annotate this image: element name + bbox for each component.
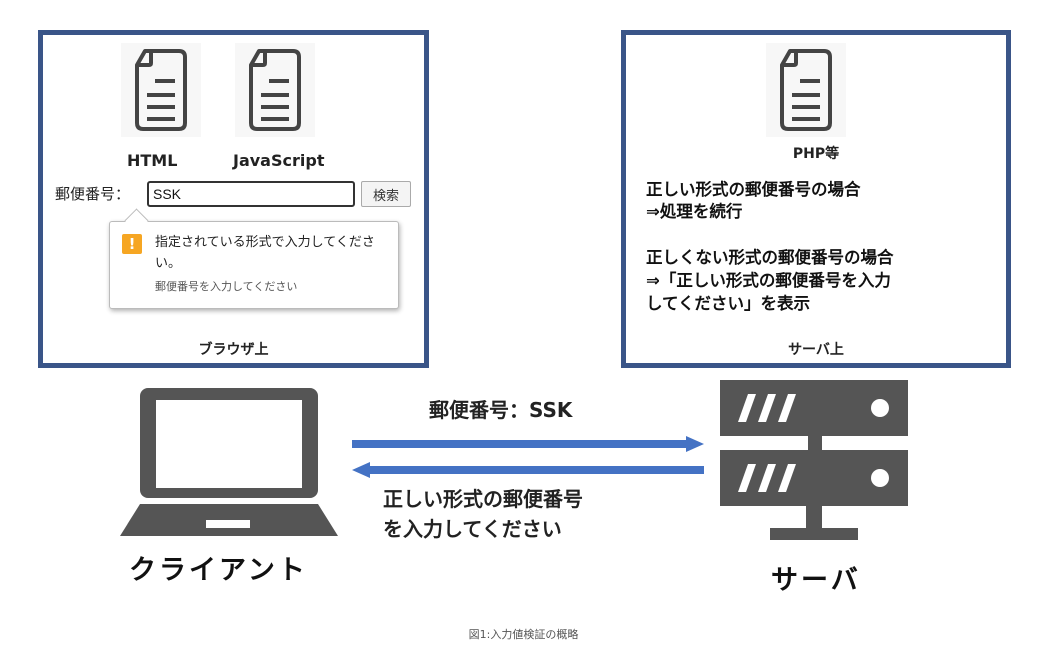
warning-icon: ! [122, 234, 142, 254]
figure-caption: 図1:入力値検証の概略 [468, 628, 579, 641]
server-line-continue: ⇒処理を続行 [646, 202, 743, 221]
browser-panel: HTML JavaScript 郵便番号： 検索 ! 指定されている形式で入力し… [38, 30, 429, 368]
server-line-message-2: してください」を表示 [646, 294, 811, 313]
response-label-line-1: 正しい形式の郵便番号 [383, 487, 583, 511]
server-icon [720, 380, 908, 540]
validation-hint: 郵便番号を入力してください [155, 280, 298, 293]
browser-caption: ブラウザ上 [198, 342, 269, 358]
server-line-invalid: 正しくない形式の郵便番号の場合 [646, 248, 894, 267]
postal-code-label: 郵便番号： [55, 185, 131, 203]
php-file-label: PHP等 [792, 146, 840, 162]
arrows [352, 436, 704, 478]
javascript-file-label: JavaScript [233, 151, 325, 170]
server-caption: サーバ上 [788, 342, 844, 358]
response-label-line-2: を入力してください [383, 517, 562, 541]
request-label: 郵便番号：SSK [429, 398, 573, 422]
server-line-valid: 正しい形式の郵便番号の場合 [646, 180, 861, 199]
validation-tooltip: ! 指定されている形式で入力してください。 郵便番号を入力してください [109, 208, 399, 309]
tooltip-pointer [124, 208, 149, 233]
html-file-label: HTML [127, 151, 178, 170]
server-panel: PHP等 正しい形式の郵便番号の場合 ⇒処理を続行 正しくない形式の郵便番号の場… [621, 30, 1011, 368]
html-document-icon [121, 43, 201, 137]
validation-message: 指定されている形式で入力してください。 [155, 235, 375, 271]
request-arrow [352, 436, 704, 452]
postal-code-input[interactable] [147, 181, 355, 207]
laptop-icon [120, 388, 338, 536]
php-document-icon [766, 43, 846, 137]
server-label: サーバ [771, 565, 861, 596]
javascript-document-icon [235, 43, 315, 137]
search-button[interactable]: 検索 [361, 181, 411, 207]
server-line-message-1: ⇒「正しい形式の郵便番号を入力 [646, 271, 891, 290]
response-arrow [352, 462, 704, 478]
client-label: クライアント [129, 555, 308, 586]
